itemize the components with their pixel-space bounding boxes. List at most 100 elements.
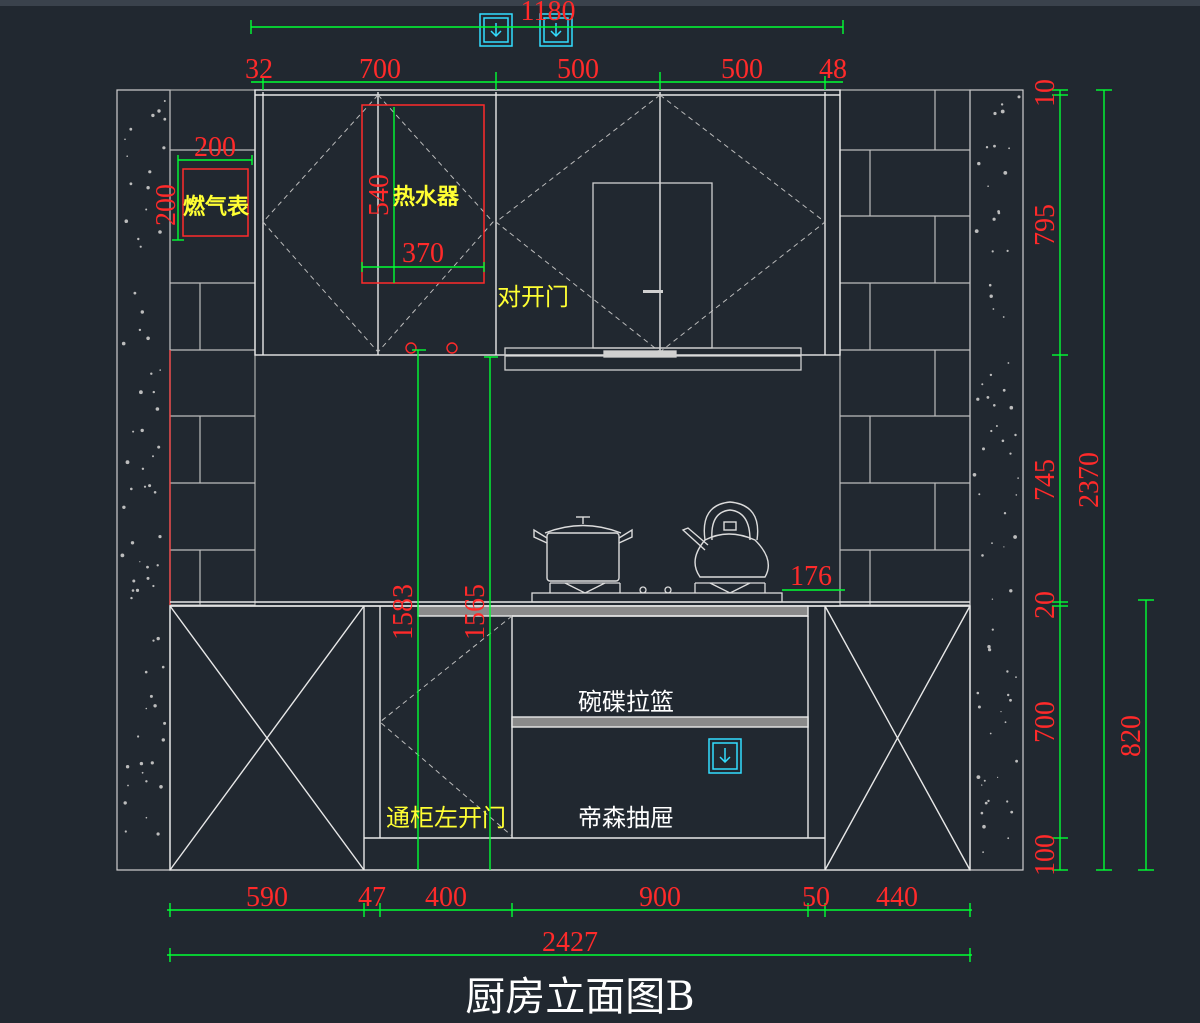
speckle (982, 447, 985, 451)
speckle (1000, 103, 1004, 106)
speckle (978, 493, 981, 496)
speckle (1015, 676, 1017, 678)
speckle (157, 109, 161, 113)
dim-top-seg: 500 (557, 54, 599, 85)
speckle (1003, 512, 1007, 515)
socket-icon (708, 738, 742, 774)
speckle (145, 208, 148, 211)
speckle (1009, 452, 1012, 455)
speckle (982, 824, 986, 829)
speckle (156, 636, 160, 641)
right-wall (969, 89, 1024, 871)
speckle (985, 146, 989, 149)
speckle (991, 598, 994, 600)
speckle (132, 430, 135, 433)
dim-right: 100 (1030, 834, 1061, 876)
speckle (981, 383, 984, 386)
speckle (993, 404, 996, 407)
speckle (1002, 316, 1005, 318)
speckle (1001, 439, 1005, 443)
speckle (976, 691, 980, 695)
speckle (156, 564, 159, 567)
label-dish-basket: 碗碟拉篮 (578, 688, 674, 716)
label-left-door: 通柜左开门 (386, 804, 506, 832)
speckle (146, 336, 150, 341)
speckle (1009, 405, 1014, 410)
speckle (137, 237, 140, 241)
socket-icon (479, 13, 513, 47)
door-swing-lines (262, 94, 826, 353)
dim-pipe-b: 1565 (460, 584, 491, 640)
speckle (1007, 362, 1010, 364)
label-water-heater: 热水器 (393, 184, 460, 210)
lower-cabinets (169, 605, 971, 871)
window-top-edge (0, 0, 1200, 6)
speckle (974, 229, 979, 234)
speckle (163, 117, 167, 121)
speckle (139, 245, 142, 248)
dim-total-height: 2370 (1074, 452, 1105, 508)
speckle (987, 799, 990, 803)
dim-right: 795 (1030, 204, 1061, 246)
speckle (129, 127, 133, 131)
speckle (989, 373, 993, 377)
speckle (158, 230, 162, 234)
dim-top-seg: 48 (819, 54, 847, 85)
speckle (163, 100, 166, 102)
speckle (997, 776, 999, 779)
speckle (161, 738, 165, 742)
speckle (145, 816, 148, 819)
speckle (1008, 147, 1010, 150)
dim-right: 10 (1030, 79, 1061, 107)
left-door-swing (379, 615, 513, 837)
speckle (977, 161, 981, 166)
speckle (993, 111, 997, 116)
label-gas-meter: 燃气表 (183, 194, 250, 220)
upper-cabinets (254, 89, 841, 356)
speckle (139, 761, 144, 766)
speckle (125, 765, 130, 769)
dim-bottom-seg: 47 (358, 882, 386, 913)
speckle (151, 113, 155, 118)
speckle (993, 144, 996, 148)
speckle (153, 491, 157, 494)
right-wall-texture (972, 95, 1021, 853)
speckle (158, 535, 162, 539)
speckle (132, 579, 136, 583)
label-double-door: 对开门 (497, 283, 569, 311)
speckle (163, 721, 167, 725)
speckle (987, 645, 991, 649)
speckle (1017, 95, 1021, 99)
speckle (140, 428, 144, 433)
speckle (1006, 249, 1009, 252)
gas-stove (531, 582, 783, 603)
speckle (145, 707, 148, 710)
speckle (120, 553, 125, 558)
speckle (1017, 477, 1019, 479)
dim-top-seg: 32 (245, 54, 273, 85)
speckle (990, 429, 993, 433)
speckle (130, 596, 133, 600)
speckle (1007, 693, 1010, 697)
cooking-pot (533, 516, 633, 582)
speckle (127, 784, 129, 787)
speckle (141, 467, 145, 470)
speckle (983, 779, 986, 782)
speckle (988, 648, 992, 652)
speckle (148, 484, 152, 488)
speckle (124, 830, 127, 833)
water-heater (361, 104, 485, 354)
speckle (145, 780, 148, 783)
dim-bottom-seg: 440 (876, 882, 918, 913)
speckle (980, 811, 984, 815)
speckle (130, 487, 133, 491)
dimension-lines (167, 20, 1154, 962)
speckle (149, 694, 153, 698)
speckle (135, 588, 140, 593)
labels: 燃气表 热水器 对开门 碗碟拉篮 通柜左开门 帝森抽屉 (183, 184, 674, 832)
speckle (982, 851, 984, 853)
speckle (129, 182, 133, 186)
speckle (991, 250, 994, 253)
dim-right: 745 (1030, 459, 1061, 501)
